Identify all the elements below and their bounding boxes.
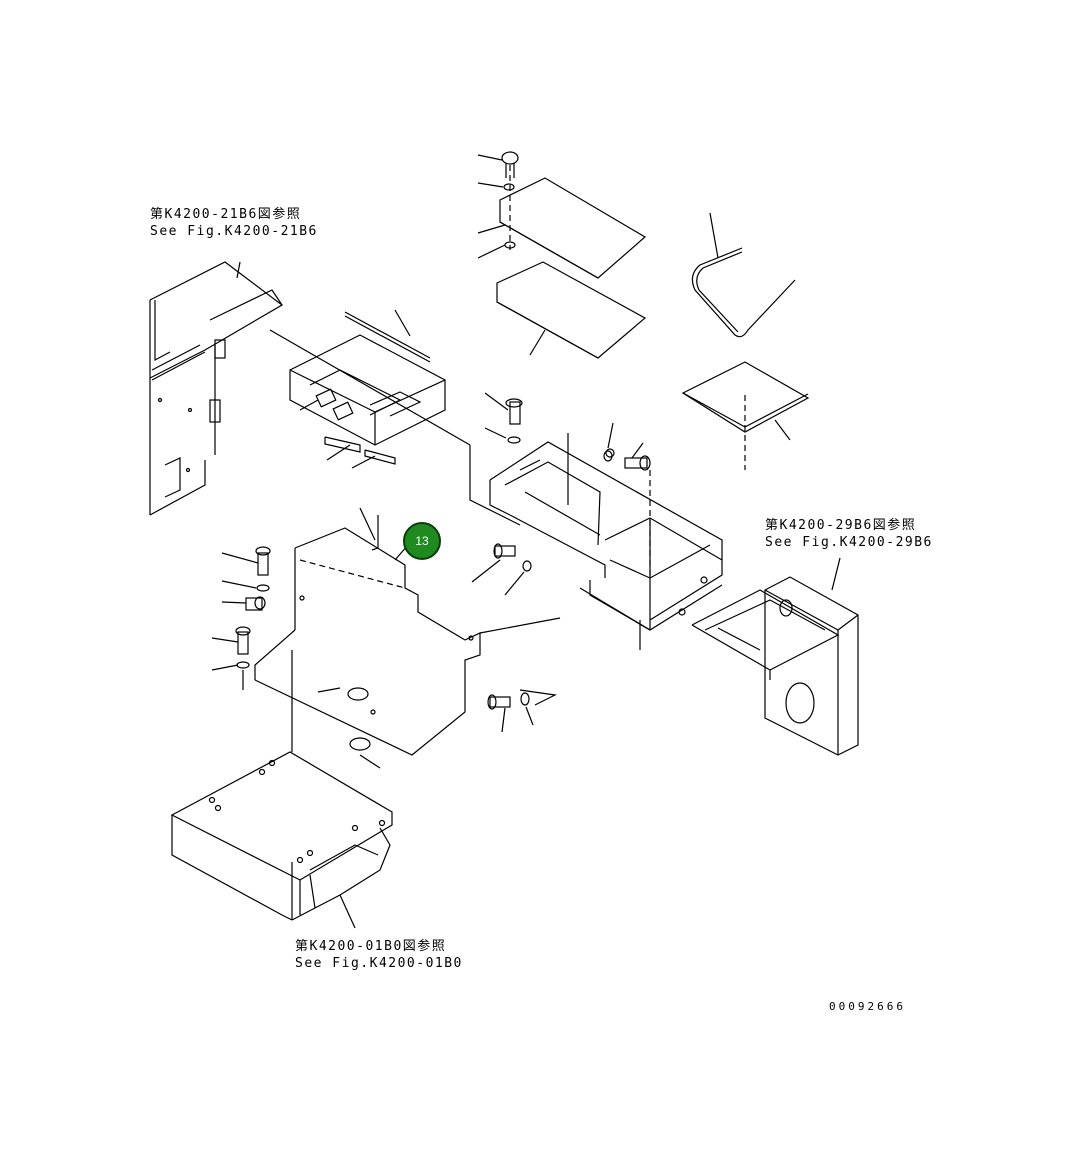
reference-note-right-jp: 第K4200-29B6図参照: [765, 518, 917, 533]
reference-note-top-left-en: See Fig.K4200-21B6: [150, 224, 318, 239]
central-bracket: [269, 311, 471, 465]
frame-assembly-top-left: [149, 261, 284, 516]
frame-assembly-right: [691, 557, 859, 756]
frame-assembly-bottom: [170, 751, 393, 929]
reference-note-bottom-en: See Fig.K4200-01B0: [295, 956, 463, 971]
leader-lines: [299, 309, 411, 469]
reference-note-bottom-jp: 第K4200-01B0図参照: [295, 939, 447, 954]
cover-part-13: [254, 507, 481, 756]
mat-plate: [681, 361, 810, 470]
part-callout-13[interactable]: 13: [403, 522, 441, 560]
reference-note-top-left-jp: 第K4200-21B6図参照: [150, 207, 302, 222]
bolts-bottom-center: [349, 617, 561, 769]
reference-note-right-en: See Fig.K4200-29B6: [765, 535, 933, 550]
bolts-left: [211, 546, 293, 752]
bolts-center: [471, 392, 651, 596]
handle-rod: [691, 212, 796, 338]
reference-note-right: 第K4200-29B6図参照 See Fig.K4200-29B6: [765, 517, 933, 551]
main-box: [469, 433, 723, 650]
document-number: 00092666: [829, 1000, 906, 1013]
top-cover-plates: [477, 151, 647, 359]
reference-note-top-left: 第K4200-21B6図参照 See Fig.K4200-21B6: [150, 206, 318, 240]
reference-note-bottom: 第K4200-01B0図参照 See Fig.K4200-01B0: [295, 938, 463, 972]
